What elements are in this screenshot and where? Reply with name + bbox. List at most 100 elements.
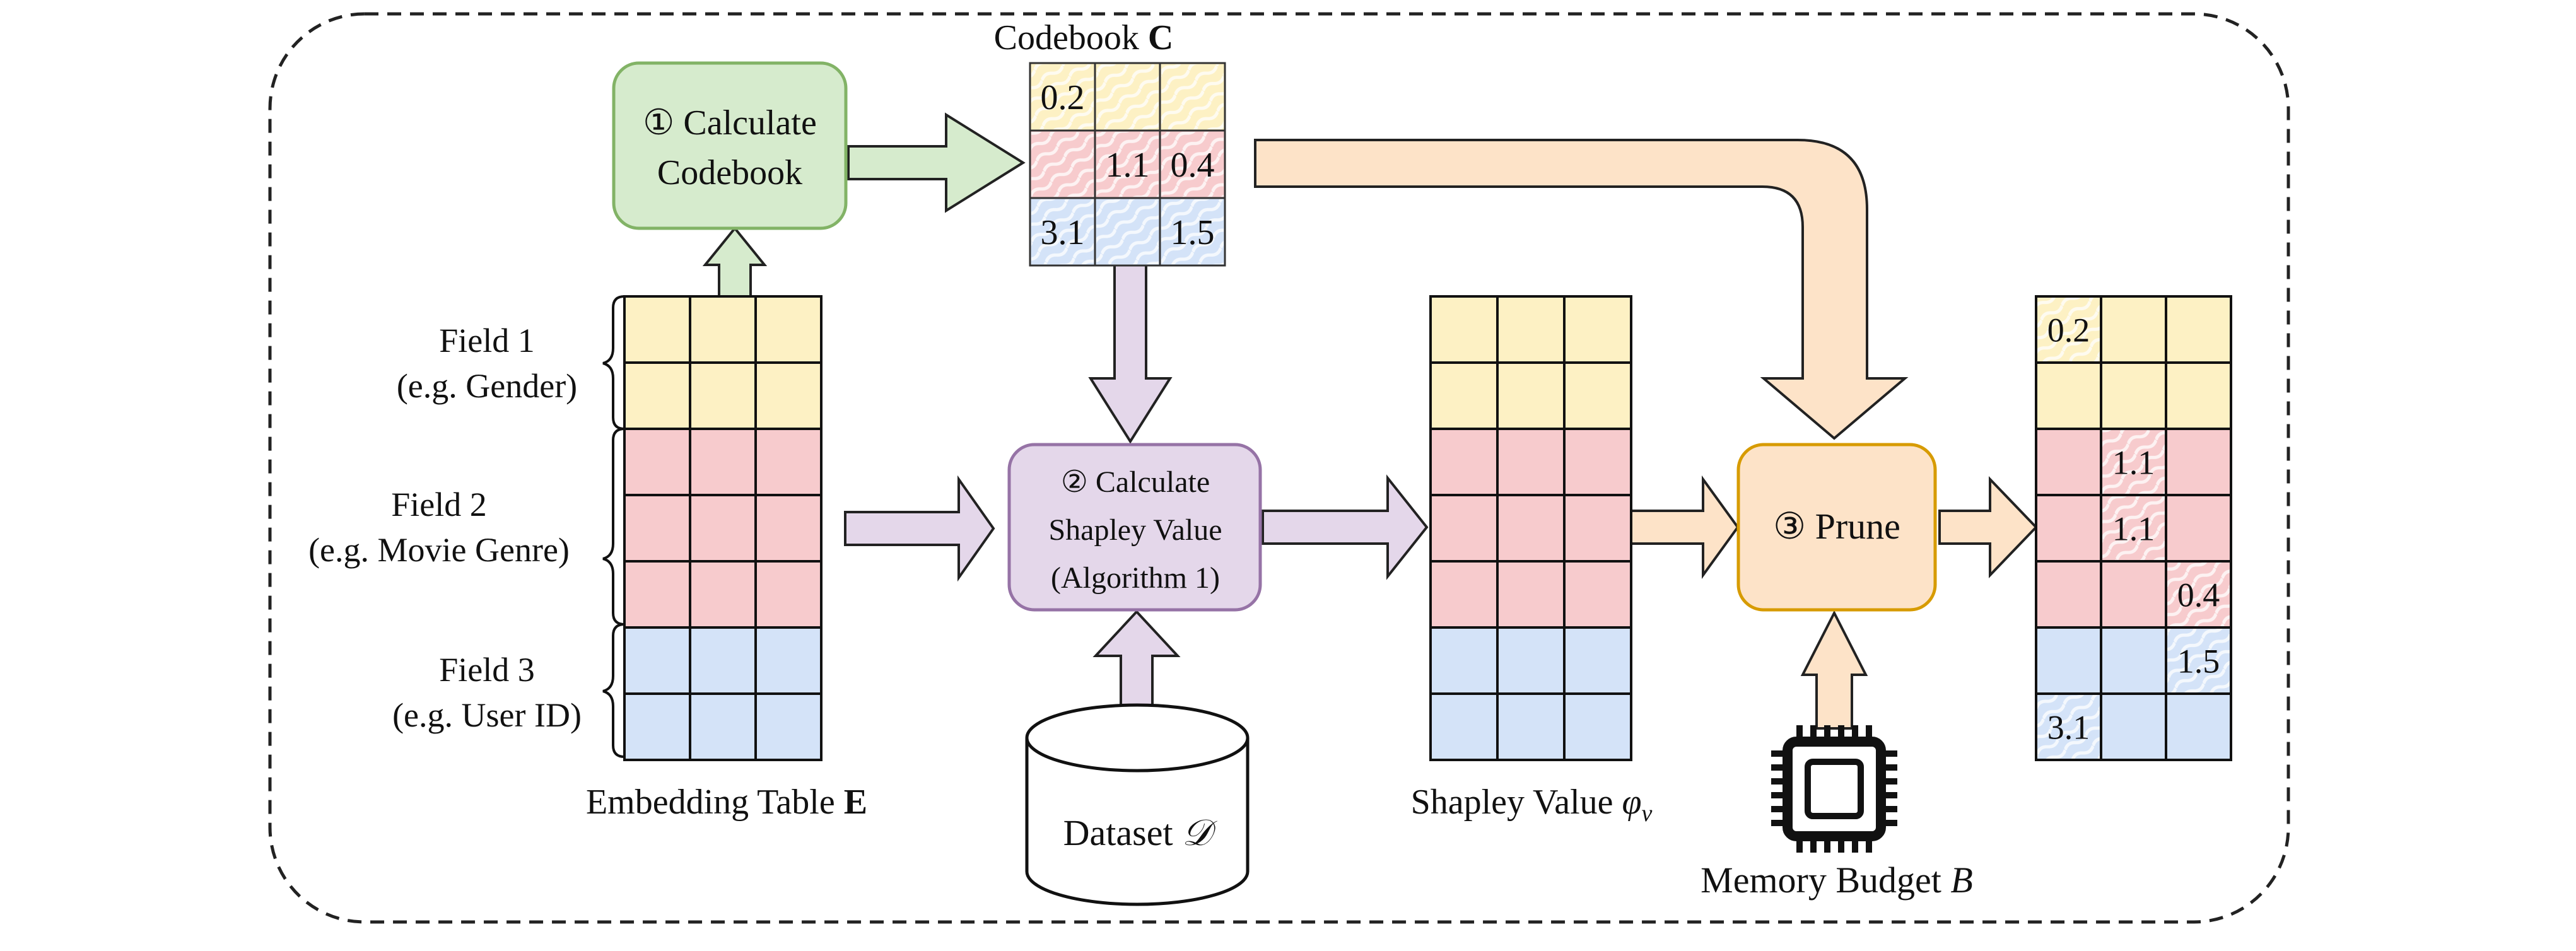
outer-dashed-frame xyxy=(268,12,2290,924)
embedding-cell xyxy=(689,428,757,496)
chip-icon xyxy=(1771,725,1897,853)
calculate-shapley-step: ② Calculate Shapley Value (Algorithm 1) xyxy=(1007,443,1262,612)
pruned-cell xyxy=(2165,361,2232,430)
codebook-symbol: C xyxy=(1148,18,1173,57)
shapley-label: Shapley Value xyxy=(1411,783,1613,822)
pruned-value: 1.1 xyxy=(2112,510,2155,547)
embedding-cell xyxy=(689,361,757,430)
shapley-symbol: φ xyxy=(1622,783,1642,822)
field-3-group: Field 3 (e.g. User ID) xyxy=(392,623,625,758)
embedding-cell xyxy=(754,494,823,563)
codebook-title: Codebook C xyxy=(994,18,1174,57)
pruned-cell-texture xyxy=(2037,298,2100,361)
codebook-cell-texture xyxy=(1161,132,1224,197)
shapley-cell xyxy=(1496,494,1566,563)
pruned-cell-texture xyxy=(2102,430,2165,494)
shapley-cell xyxy=(1429,295,1499,364)
embedding-cell xyxy=(689,626,757,695)
arrow-prune-to-pruned-table xyxy=(1938,476,2038,578)
codebook-value: 1.1 xyxy=(1106,146,1150,185)
pruned-value: 3.1 xyxy=(2047,708,2090,746)
shapley-cell xyxy=(1563,692,1632,761)
codebook-cell-texture xyxy=(1096,132,1159,197)
shapley-cell xyxy=(1496,361,1566,430)
calculate-shapley-line3: (Algorithm 1) xyxy=(1051,561,1220,595)
shapley-caption: Shapley Value φv xyxy=(1411,783,1653,827)
codebook-value: 1.5 xyxy=(1171,213,1215,252)
embedding-cell xyxy=(623,626,691,695)
memory-budget-symbol: B xyxy=(1950,860,1972,901)
pruned-cell xyxy=(2035,626,2102,695)
field-2-example: (e.g. Movie Genre) xyxy=(308,531,570,569)
shapley-subscript: v xyxy=(1642,800,1653,827)
shapley-cell xyxy=(1429,560,1499,629)
pruned-cell xyxy=(2165,428,2232,496)
field-3-brace xyxy=(602,623,625,758)
embedding-cell xyxy=(689,494,757,563)
pruned-cell xyxy=(2035,428,2102,496)
embedding-cell xyxy=(623,494,691,563)
codebook-cell-texture xyxy=(1096,64,1159,129)
codebook-value: 0.2 xyxy=(1041,78,1085,117)
pruned-cell xyxy=(2035,560,2102,629)
field-2-name: Field 2 xyxy=(391,486,487,523)
shapley-cell xyxy=(1429,626,1499,695)
embedding-cell xyxy=(754,626,823,695)
arrow-shapley-table-to-prune xyxy=(1629,475,1740,580)
pruned-cell-texture xyxy=(2167,629,2230,692)
shapley-cell xyxy=(1496,428,1566,496)
arrow-embedding-to-codebook-step xyxy=(702,226,768,298)
field-1-example: (e.g. Gender) xyxy=(397,367,577,405)
prune-step: ③ Prune xyxy=(1736,443,1937,612)
shapley-cell xyxy=(1429,361,1499,430)
arrow-codebook-to-prune xyxy=(1254,139,1909,440)
arrow-dataset-to-shapley-step xyxy=(1092,610,1181,714)
shapley-cell xyxy=(1496,295,1566,364)
shapley-cell xyxy=(1496,560,1566,629)
calculate-codebook-line2: Codebook xyxy=(657,153,802,192)
pruned-embedding-table: 0.21.11.10.41.53.1 xyxy=(2035,295,2232,761)
embedding-cell xyxy=(754,560,823,629)
embedding-cell xyxy=(623,428,691,496)
shapley-cell xyxy=(1429,494,1499,563)
embedding-cell xyxy=(754,361,823,430)
shapley-cell xyxy=(1563,560,1632,629)
embedding-cell xyxy=(754,428,823,496)
codebook-cell-texture xyxy=(1161,199,1224,264)
calculate-shapley-line1: ② Calculate xyxy=(1061,465,1210,499)
embedding-cell xyxy=(623,560,691,629)
pruned-value: 1.5 xyxy=(2177,642,2220,680)
field-2-brace xyxy=(602,428,625,626)
embedding-table-caption: Embedding Table E xyxy=(586,783,867,822)
pruned-value: 1.1 xyxy=(2112,443,2155,481)
pruned-cell xyxy=(2165,692,2232,761)
embedding-cell xyxy=(754,295,823,364)
dataset-label: Dataset xyxy=(1063,812,1173,853)
codebook-value: 0.4 xyxy=(1171,146,1215,185)
codebook-cell-texture xyxy=(1031,132,1094,197)
arrow-embedding-to-shapley-step xyxy=(844,475,995,582)
calculate-codebook-line1: ① Calculate xyxy=(643,103,817,143)
codebook-cell-texture xyxy=(1031,199,1094,264)
embedding-cell xyxy=(754,692,823,761)
field-2-group: Field 2 (e.g. Movie Genre) xyxy=(308,428,625,626)
embedding-cell xyxy=(623,361,691,430)
field-1-name: Field 1 xyxy=(439,322,535,359)
pruned-cell xyxy=(2100,295,2167,364)
embedding-cell xyxy=(623,692,691,761)
field-1-group: Field 1 (e.g. Gender) xyxy=(397,295,625,430)
shapley-cell xyxy=(1563,494,1632,563)
pruned-cell xyxy=(2035,361,2102,430)
shapley-cell xyxy=(1563,361,1632,430)
calculate-shapley-line2: Shapley Value xyxy=(1048,513,1222,547)
shapley-cell xyxy=(1563,295,1632,364)
embedding-cell xyxy=(689,560,757,629)
embedding-table xyxy=(623,295,823,761)
shapley-cell xyxy=(1496,626,1566,695)
shapley-cell xyxy=(1429,428,1499,496)
pruned-cell xyxy=(2165,494,2232,563)
codebook-cell-texture xyxy=(1031,64,1094,129)
codebook-cell-texture xyxy=(1096,199,1159,264)
